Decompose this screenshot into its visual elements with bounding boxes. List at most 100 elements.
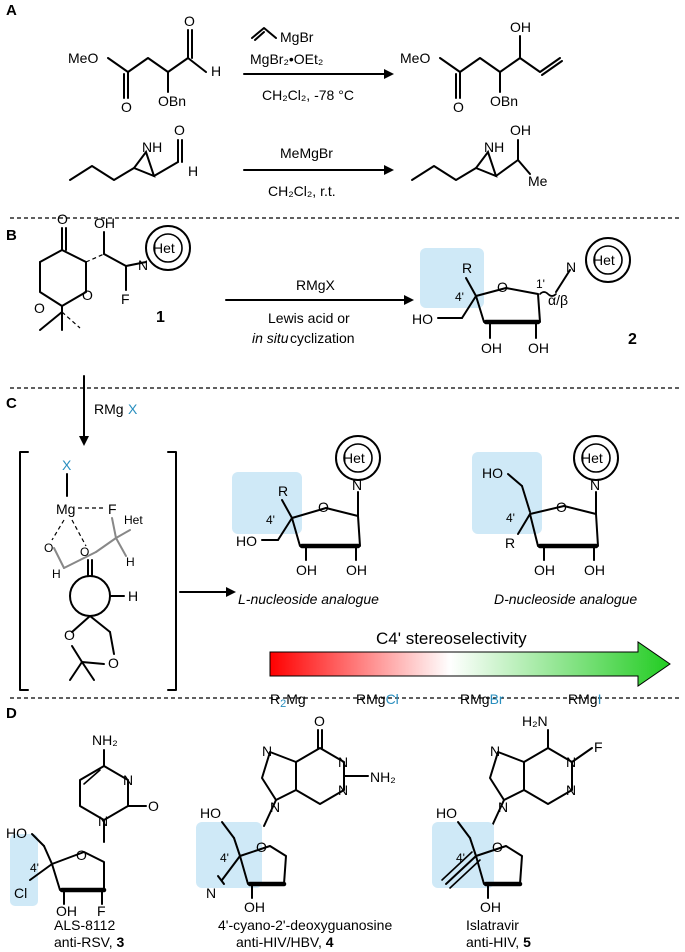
svg-text:H: H: [52, 567, 61, 581]
svg-text:NH: NH: [484, 139, 504, 155]
selectivity-gradient-arrow: [269, 641, 671, 687]
svg-text:MeO: MeO: [68, 50, 98, 66]
svg-text:CH₂Cl₂, r.t.: CH₂Cl₂, r.t.: [268, 183, 336, 199]
svg-text:R: R: [278, 483, 288, 499]
c-down-arrow: RMg X: [79, 375, 138, 446]
svg-text:1: 1: [156, 309, 165, 326]
compound-5-name: Islatravir: [466, 917, 519, 933]
svg-text:N: N: [590, 477, 600, 493]
svg-text:F: F: [121, 291, 130, 307]
svg-text:1': 1': [536, 277, 545, 291]
svg-text:NH₂: NH₂: [370, 769, 396, 785]
svg-text:O: O: [148, 798, 159, 814]
svg-text:RMg: RMg: [94, 401, 124, 417]
svg-text:X: X: [62, 457, 72, 473]
svg-text:4': 4': [506, 511, 515, 525]
selectivity-title: C4' stereoselectivity: [376, 629, 527, 648]
svg-text:N: N: [490, 743, 500, 759]
c-right-arrow: [179, 587, 236, 597]
svg-text:X: X: [128, 401, 138, 417]
svg-text:O: O: [57, 211, 68, 227]
a-row2-reagents: MeMgBr CH₂Cl₂, r.t.: [243, 145, 394, 199]
svg-text:Cl: Cl: [14, 885, 27, 901]
svg-text:OH: OH: [296, 562, 317, 578]
svg-text:4': 4': [266, 513, 275, 527]
a-row1-reactant: MeO O OBn O H: [68, 13, 221, 115]
compound-5-activity: anti-HIV, 5: [466, 934, 531, 950]
scale-label-rmgi: RMgI: [568, 691, 601, 707]
svg-text:O: O: [318, 499, 329, 515]
svg-text:OH: OH: [534, 562, 555, 578]
svg-text:N: N: [498, 799, 508, 815]
panel-label-d: D: [6, 705, 17, 722]
compound-5: H₂N N N F N N HO 4' O OH Islatravir anti…: [432, 713, 603, 950]
svg-text:Het: Het: [124, 513, 143, 527]
svg-text:HO: HO: [482, 465, 503, 481]
compound-3-name: ALS-8112: [54, 917, 115, 933]
svg-text:F: F: [594, 739, 603, 755]
a-row2-reactant: NH O H: [69, 122, 198, 181]
svg-text:O: O: [108, 655, 119, 671]
compound-4: O N N NH₂ N N HO 4' O N OH 4'-cyano-2'-d…: [196, 713, 396, 950]
svg-text:O: O: [256, 839, 267, 855]
svg-text:Het: Het: [581, 450, 603, 466]
svg-text:O: O: [64, 627, 75, 643]
svg-text:HO: HO: [200, 805, 221, 821]
compound-1: O O O OH F N Het 1: [34, 211, 191, 331]
svg-text:OBn: OBn: [490, 93, 518, 109]
a-row2-product: NH OH Me: [411, 122, 548, 189]
svg-text:F: F: [97, 903, 106, 919]
compound-3: NH₂ N N O HO 4' O Cl OH F ALS-8112 anti-…: [6, 732, 159, 950]
svg-text:O: O: [121, 99, 132, 115]
svg-text:OH: OH: [510, 19, 531, 35]
svg-text:O: O: [556, 499, 567, 515]
svg-text:F: F: [108, 501, 117, 517]
svg-text:OH: OH: [94, 215, 115, 231]
svg-text:N: N: [262, 743, 272, 759]
transition-state: X Mg F Het H O H O H O O: [19, 451, 177, 691]
a-row1-product: MeO O OBn OH: [400, 19, 563, 115]
svg-text:O: O: [314, 713, 325, 729]
svg-text:RMgX: RMgX: [296, 277, 336, 293]
svg-text:MgBr: MgBr: [280, 29, 314, 45]
svg-text:HO: HO: [436, 805, 457, 821]
d-nucleoside-label: D-nucleoside analogue: [494, 591, 637, 607]
svg-text:N: N: [138, 257, 148, 273]
svg-text:OH: OH: [244, 899, 265, 915]
l-nucleoside-label: L-nucleoside analogue: [238, 591, 379, 607]
panel-label-a: A: [6, 2, 17, 19]
b-reaction: RMgX Lewis acid or in situ cyclization: [225, 277, 414, 346]
svg-text:O: O: [497, 279, 508, 295]
svg-text:2: 2: [628, 331, 637, 348]
svg-text:OH: OH: [510, 122, 531, 138]
svg-text:cyclization: cyclization: [290, 330, 355, 346]
svg-text:N: N: [566, 259, 576, 275]
svg-text:CH₂Cl₂, -78 °C: CH₂Cl₂, -78 °C: [262, 87, 354, 103]
svg-text:4': 4': [30, 861, 39, 875]
svg-text:Het: Het: [593, 252, 615, 268]
svg-text:MgBr₂•OEt₂: MgBr₂•OEt₂: [250, 51, 323, 67]
a-row1-reagents: MgBr MgBr₂•OEt₂ CH₂Cl₂, -78 °C: [243, 27, 394, 103]
svg-text:4': 4': [455, 290, 464, 304]
svg-text:α/β: α/β: [548, 292, 568, 308]
svg-text:O: O: [76, 847, 87, 863]
svg-text:OH: OH: [481, 340, 502, 356]
panel-label-b: B: [6, 227, 17, 244]
svg-text:N: N: [338, 782, 348, 798]
svg-text:O: O: [184, 13, 195, 29]
svg-text:OH: OH: [480, 899, 501, 915]
svg-text:H₂N: H₂N: [522, 713, 548, 729]
svg-text:NH₂: NH₂: [92, 732, 118, 748]
compound-3-activity: anti-RSV, 3: [54, 934, 125, 950]
svg-text:R: R: [505, 535, 515, 551]
svg-text:H: H: [128, 588, 138, 604]
svg-text:H: H: [126, 555, 135, 569]
compound-4-activity: anti-HIV/HBV, 4: [236, 934, 334, 950]
svg-text:O: O: [34, 300, 45, 316]
svg-text:OH: OH: [528, 340, 549, 356]
panel-label-c: C: [6, 395, 17, 412]
svg-text:N: N: [338, 754, 348, 770]
svg-text:4': 4': [220, 851, 229, 865]
svg-text:Het: Het: [343, 450, 365, 466]
